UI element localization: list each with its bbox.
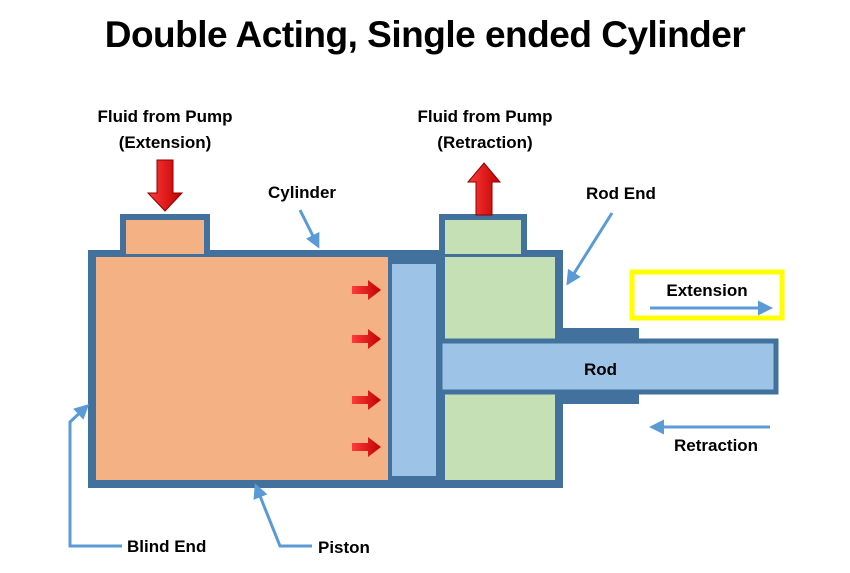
rod-end-pointer bbox=[566, 212, 614, 286]
fluid-extension-label-line1: Fluid from Pump bbox=[97, 107, 233, 126]
pressure-arrow-icon bbox=[352, 390, 381, 410]
cylinder-label: Cylinder bbox=[268, 183, 337, 202]
diagram-title: Double Acting, Single ended Cylinder bbox=[104, 14, 746, 55]
rod-end-label: Rod End bbox=[586, 184, 656, 203]
fluid-retraction-label-line1: Fluid from Pump bbox=[417, 107, 553, 126]
extension-port-fluid bbox=[126, 220, 204, 254]
piston bbox=[388, 260, 440, 480]
fluid-extension-label-line2: (Extension) bbox=[118, 133, 212, 152]
piston-pointer bbox=[253, 483, 312, 548]
fluid-extension-label: Fluid from Pump (Extension) bbox=[80, 104, 250, 156]
label-pointers bbox=[68, 209, 773, 548]
flow-out-arrow-icon bbox=[466, 162, 502, 216]
retraction-label: Retraction bbox=[674, 436, 759, 455]
pressure-arrows bbox=[352, 280, 381, 457]
flow-in-arrow-icon bbox=[146, 159, 184, 212]
pressure-arrow-icon bbox=[352, 280, 381, 300]
rod bbox=[437, 338, 779, 395]
blind-end-pointer bbox=[68, 403, 122, 548]
extension-label: Extension bbox=[666, 281, 748, 300]
fluid-retraction-label: Fluid from Pump (Retraction) bbox=[400, 104, 570, 156]
pressure-arrow-icon bbox=[352, 437, 381, 457]
pressure-arrow-icon bbox=[352, 329, 381, 349]
retraction-port-fluid bbox=[445, 220, 521, 254]
extension-highlight-box bbox=[629, 269, 785, 321]
blind-end-label: Blind End bbox=[127, 537, 207, 556]
blind-end-chamber bbox=[96, 257, 388, 480]
fluid-retraction-label-line2: (Retraction) bbox=[437, 133, 533, 152]
rod-label: Rod bbox=[584, 360, 618, 379]
piston-label: Piston bbox=[318, 538, 370, 557]
cylinder-pointer bbox=[298, 209, 320, 249]
